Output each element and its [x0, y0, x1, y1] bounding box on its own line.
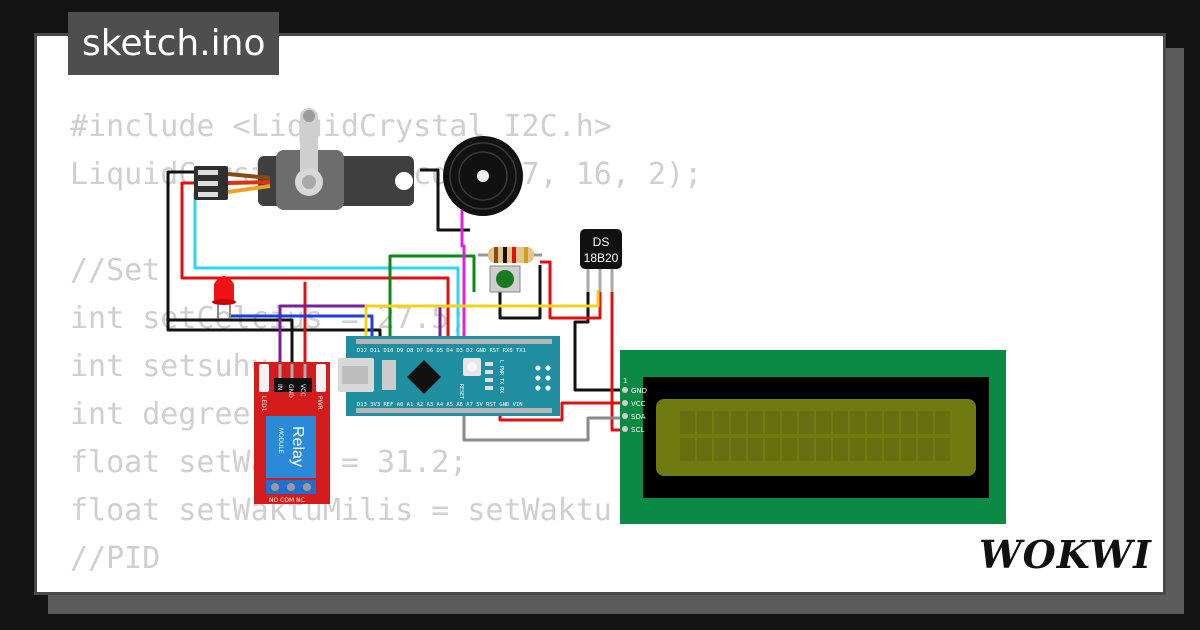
- pwr-indicator: [316, 364, 326, 392]
- screw-icon: [302, 175, 316, 189]
- lcd-pin-scl: SCL: [631, 426, 644, 434]
- lcd-character-cell: [799, 411, 814, 434]
- wire-black-buzzer: [420, 168, 470, 232]
- lcd-character-cell: [714, 411, 729, 434]
- sensor-label-line1: DS: [593, 235, 610, 249]
- wire-black-servo-gnd: [166, 170, 382, 342]
- lcd-character-cell: [918, 438, 933, 461]
- lcd-character-cell: [816, 438, 831, 461]
- lcd-character-cell: [714, 438, 729, 461]
- wire-black-lcd-gnd: [573, 290, 625, 392]
- lcd-character-cell: [731, 411, 746, 434]
- servo-motor[interactable]: [194, 108, 414, 210]
- code-line: #include <LiquidCrystal_I2C.h>: [70, 109, 612, 144]
- arduino-top-pin-labels: D12 D11 D10 D9 D8 D7 D6 D5 D4 D3 D2 GND …: [357, 348, 526, 354]
- lcd-character-cell: [935, 438, 950, 461]
- file-title-tab[interactable]: sketch.ino: [68, 12, 280, 75]
- lcd-character-cell: [884, 438, 899, 461]
- lcd-character-cell: [867, 411, 882, 434]
- code-line: //Set: [70, 253, 161, 288]
- lcd-character-cell: [867, 438, 882, 461]
- led1-indicator: [259, 364, 269, 392]
- code-line: int setsuhu: [70, 349, 269, 384]
- wire-black-relay-gnd: [168, 318, 294, 362]
- lcd-pin1-label: 1: [623, 377, 627, 385]
- lcd-character-cell: [782, 411, 797, 434]
- wokwi-logo-text: WOKWI: [979, 532, 1152, 577]
- lcd-character-cell: [697, 438, 712, 461]
- relay-pin-in: IN: [276, 384, 283, 390]
- buzzer[interactable]: [443, 136, 523, 216]
- lcd-character-cell: [680, 411, 695, 434]
- push-button[interactable]: [489, 265, 521, 293]
- lcd-character-cell: [901, 438, 916, 461]
- lcd-character-cell: [748, 438, 763, 461]
- lcd-character-cell: [884, 411, 899, 434]
- wire-blue-led: [230, 314, 374, 342]
- arduino-nano[interactable]: D12 D11 D10 D9 D8 D7 D6 D5 D4 D3 D2 GND …: [338, 336, 560, 416]
- relay-module[interactable]: IN GND VCC LED1 PWR Relay MODULE NO COM …: [254, 362, 330, 504]
- lcd-character-cell: [782, 438, 797, 461]
- lcd-display[interactable]: 1 GND VCC SDA SCL: [620, 350, 1006, 524]
- lcd-character-cell: [901, 411, 916, 434]
- lcd-character-cell: [765, 411, 780, 434]
- reset-label: RESET: [458, 384, 464, 399]
- wire-yellow-sensor-data: [364, 290, 600, 342]
- red-led[interactable]: [212, 276, 236, 318]
- lcd-character-cell: [833, 411, 848, 434]
- code-line: float kp = 24.22: [70, 583, 847, 592]
- code-line: //PID: [70, 541, 161, 576]
- arduino-header-pins: [356, 339, 552, 413]
- lcd-character-cell: [918, 411, 933, 434]
- temperature-sensor[interactable]: DS 18B20: [580, 229, 622, 292]
- lcd-character-grid: [680, 411, 950, 461]
- lcd-character-cell: [850, 411, 865, 434]
- relay-title: Relay: [289, 426, 306, 467]
- icsp-header: [535, 365, 551, 391]
- wire-purple-relay-in: [278, 304, 442, 362]
- sensor-label-line2: 18B20: [584, 251, 619, 265]
- relay-subtitle: MODULE: [277, 428, 283, 454]
- relay-pin-gnd: GND: [287, 384, 294, 398]
- wire-magenta-buzzer: [460, 210, 466, 342]
- relay-pin-vcc: VCC: [299, 384, 306, 396]
- relay-pwr-label: PWR: [316, 396, 323, 410]
- led-labels: L PWR TX RX: [498, 360, 504, 393]
- code-line: int degree: [70, 397, 251, 432]
- relay-led1-label: LED1: [260, 396, 267, 412]
- lcd-pin-vcc: VCC: [631, 400, 646, 408]
- lcd-character-cell: [765, 438, 780, 461]
- microcontroller-chip: [407, 360, 441, 394]
- arduino-bottom-pin-labels: D13 3V3 REF A0 A1 A2 A3 A4 A5 A6 A7 5V R…: [357, 402, 523, 408]
- wire-red-sensor-vcc: [540, 260, 602, 320]
- lcd-character-cell: [748, 411, 763, 434]
- wire-red-servo-vcc: [180, 181, 450, 342]
- lcd-character-cell: [935, 411, 950, 434]
- lcd-pin-gnd: GND: [631, 387, 647, 395]
- lcd-character-cell: [731, 438, 746, 461]
- wire-green-button: [388, 254, 476, 342]
- lcd-character-cell: [850, 438, 865, 461]
- lcd-character-cell: [680, 438, 695, 461]
- relay-terminal-labels: NO COM NC: [269, 497, 305, 504]
- resistor[interactable]: [478, 247, 542, 263]
- wokwi-logo: WOKWI: [979, 532, 1152, 577]
- lcd-character-cell: [697, 411, 712, 434]
- lcd-pin-sda: SDA: [631, 413, 646, 421]
- wire-black-button: [498, 265, 542, 320]
- lcd-character-cell: [816, 411, 831, 434]
- wire-gray-lcd: [462, 414, 625, 442]
- lcd-character-cell: [799, 438, 814, 461]
- lcd-pins: [622, 387, 628, 432]
- lcd-character-cell: [833, 438, 848, 461]
